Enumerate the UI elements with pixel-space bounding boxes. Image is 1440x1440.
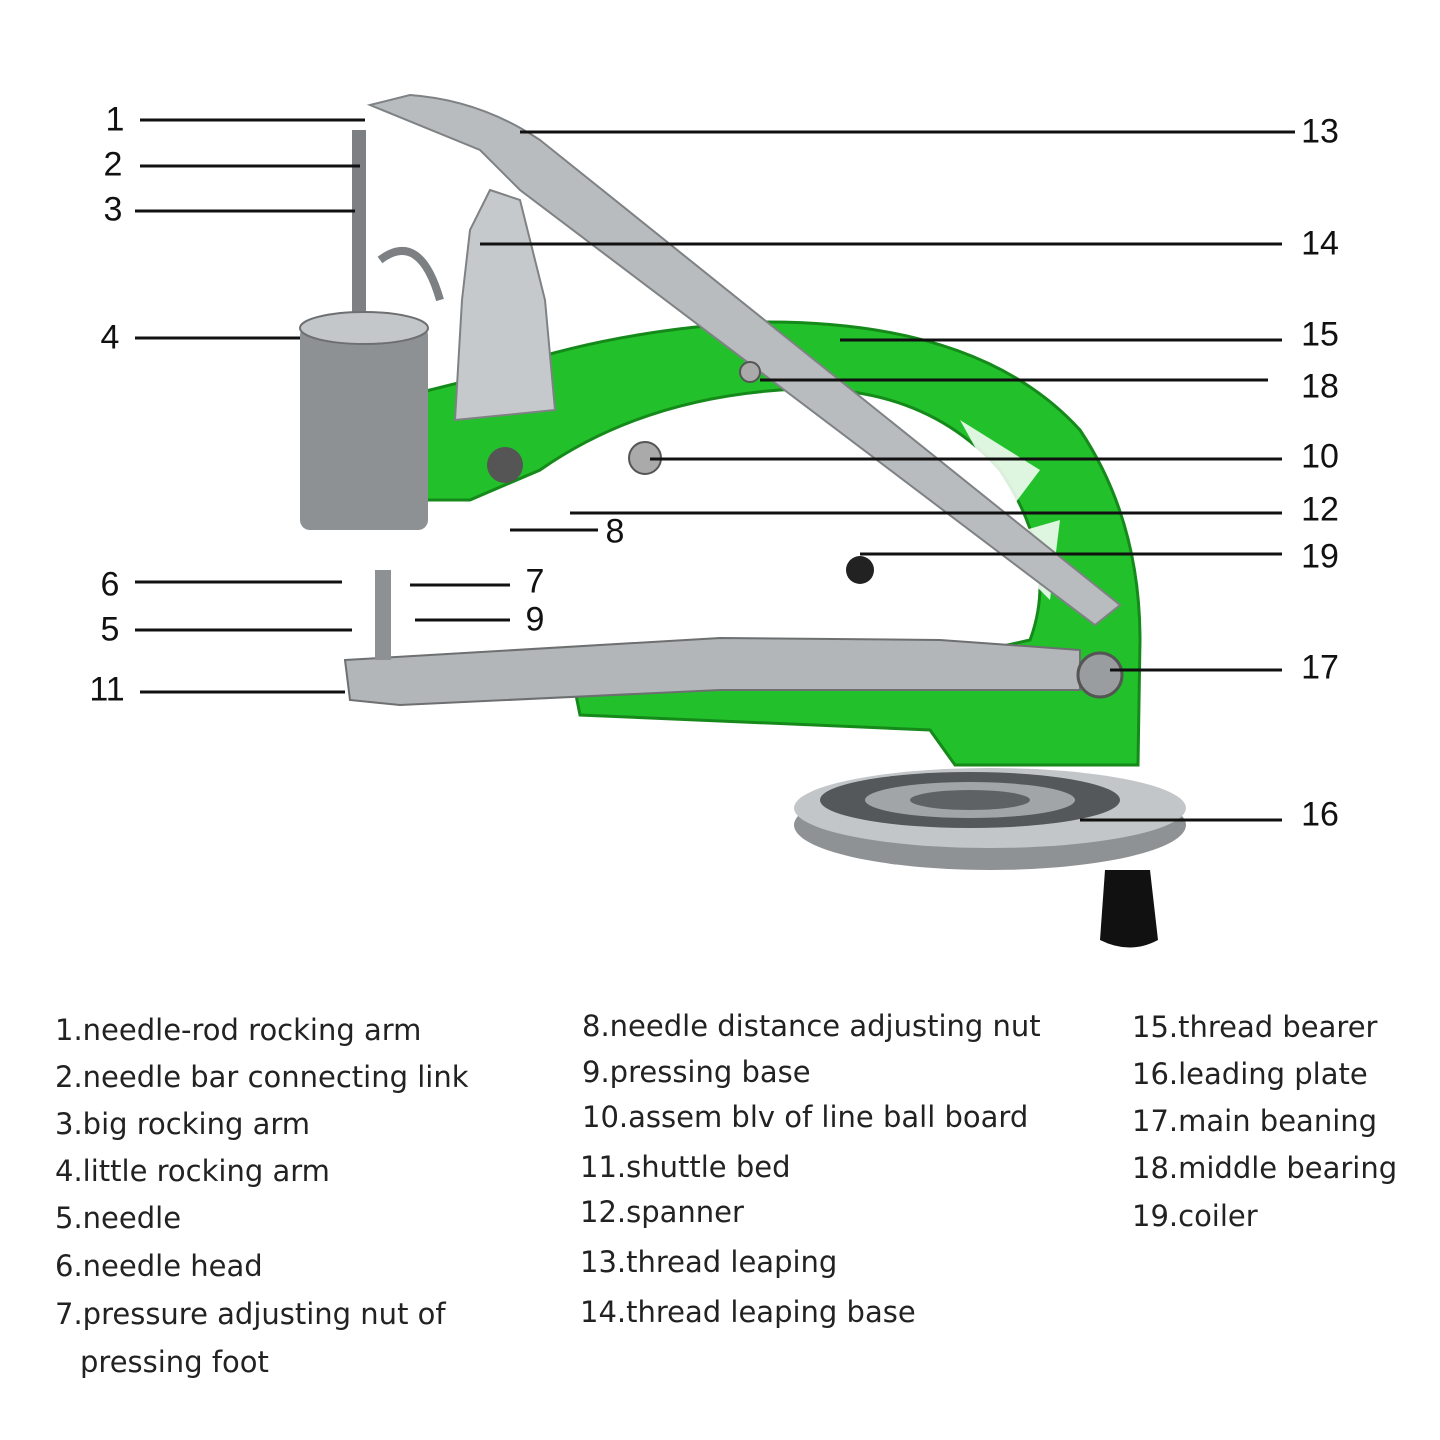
handle <box>1100 870 1158 948</box>
legend-item: 15.thread bearer <box>1132 1010 1378 1044</box>
thread-leaping-base <box>453 188 557 422</box>
legend-item: 9.pressing base <box>582 1055 811 1089</box>
legend-item: 5.needle <box>55 1201 182 1235</box>
legend-item: 3.big rocking arm <box>55 1107 311 1141</box>
callout-13: 13 <box>1301 112 1339 151</box>
legend-item: 19.coiler <box>1132 1199 1258 1233</box>
legend-item: 11.shuttle bed <box>580 1150 791 1184</box>
legend-item: 1.needle-rod rocking arm <box>55 1013 422 1047</box>
legend-item: 8.needle distance adjusting nut <box>582 1009 1041 1043</box>
callout-1: 1 <box>105 100 125 139</box>
callout-3: 3 <box>103 190 123 229</box>
callout-5: 5 <box>100 610 120 649</box>
legend-item: 18.middle bearing <box>1132 1151 1398 1185</box>
callout-lines <box>135 118 1295 822</box>
legend-item: pressing foot <box>80 1345 269 1379</box>
callout-10: 10 <box>1301 437 1339 476</box>
callout-9: 9 <box>525 600 545 639</box>
legend-item: 13.thread leaping <box>580 1245 838 1279</box>
thread-bearer-arm <box>366 93 1122 627</box>
callout-14: 14 <box>1301 224 1339 263</box>
sewing-machine-illustration <box>135 93 1295 948</box>
legend-item: 14.thread leaping base <box>580 1295 916 1329</box>
needle-head-cylinder <box>299 311 429 530</box>
callout-18: 18 <box>1301 367 1339 406</box>
legend-item: 2.needle bar connecting link <box>55 1060 469 1094</box>
legend-item: 7.pressure adjusting nut of <box>55 1297 446 1331</box>
callout-17: 17 <box>1301 648 1339 687</box>
callout-8: 8 <box>605 512 625 551</box>
callout-16: 16 <box>1301 795 1339 834</box>
legend-item: 6.needle head <box>55 1249 263 1283</box>
callout-7: 7 <box>525 562 545 601</box>
legend-item: 16.leading plate <box>1132 1057 1368 1091</box>
legend-item: 12.spanner <box>580 1195 744 1229</box>
callout-12: 12 <box>1301 490 1339 529</box>
legend-item: 17.main beaning <box>1132 1104 1378 1138</box>
callout-2: 2 <box>103 145 123 184</box>
callout-6: 6 <box>100 565 120 604</box>
callout-15: 15 <box>1301 315 1339 354</box>
callout-11: 11 <box>89 670 125 709</box>
callout-19: 19 <box>1301 537 1339 576</box>
legend-item: 4.little rocking arm <box>55 1154 330 1188</box>
legend-item: 10.assem blv of line ball board <box>582 1100 1029 1134</box>
leading-plate-handwheel <box>794 768 1186 948</box>
shuttle-bed <box>343 636 1081 707</box>
callout-4: 4 <box>100 318 120 357</box>
